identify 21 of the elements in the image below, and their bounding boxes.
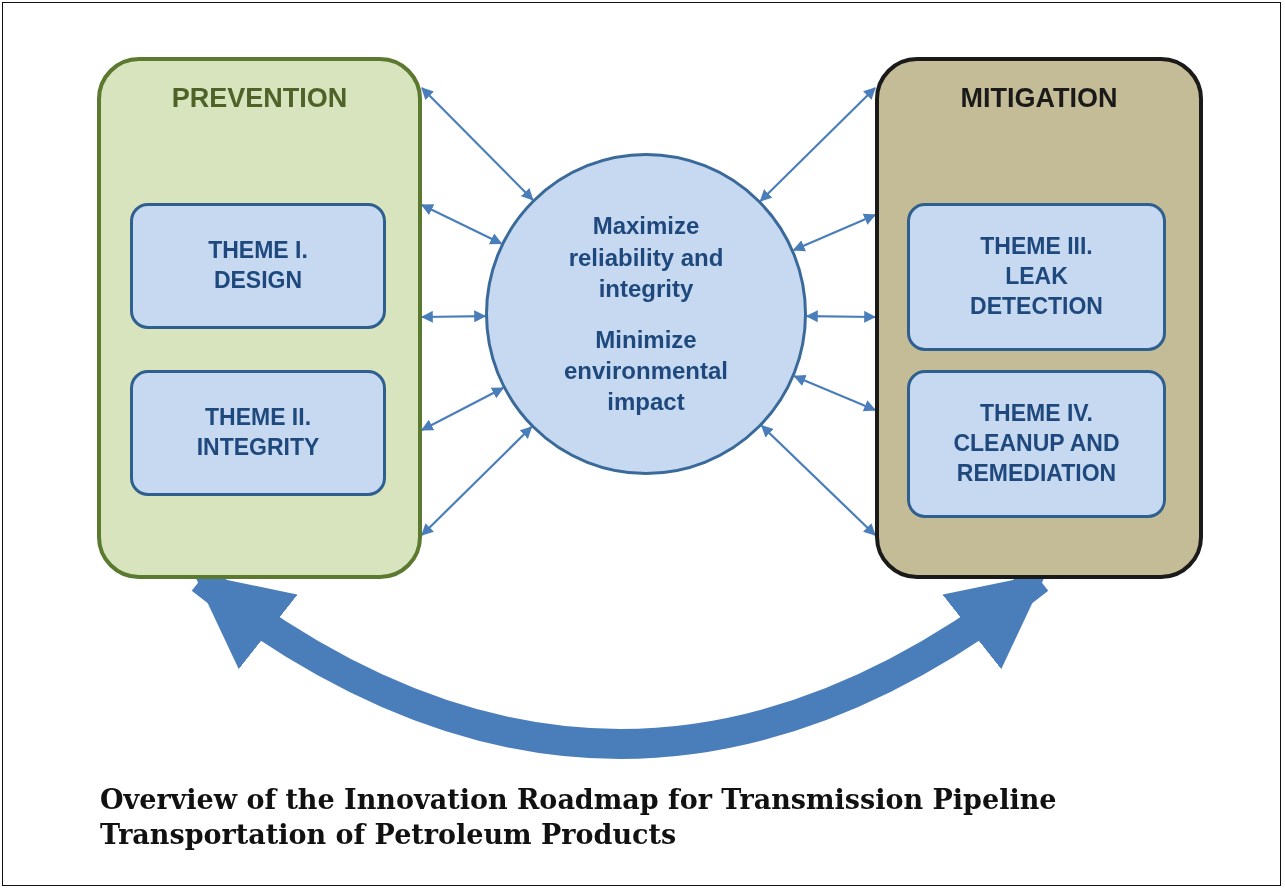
double-arrow (421, 426, 533, 536)
goal-text: Maximize reliability and integrity (567, 211, 725, 304)
double-arrow (759, 87, 876, 202)
group-title: MITIGATION (959, 83, 1119, 114)
theme-box: THEME II. INTEGRITY (130, 370, 386, 496)
double-arrow (792, 213, 877, 252)
theme-box: THEME III. LEAK DETECTION (907, 203, 1166, 351)
group-box (97, 57, 422, 579)
double-arrow (420, 310, 487, 323)
theme-box: THEME IV. CLEANUP AND REMEDIATION (907, 370, 1166, 518)
double-arrow (420, 387, 505, 431)
double-arrow (420, 204, 503, 245)
theme-box: THEME I. DESIGN (130, 203, 386, 329)
goal-text: Minimize environmental impact (562, 325, 729, 418)
double-arrow (805, 310, 877, 323)
group-box (875, 57, 1203, 579)
double-arrow (761, 424, 876, 536)
double-arrow (421, 87, 534, 201)
group-title: PREVENTION (170, 83, 349, 114)
double-arrow (793, 374, 877, 412)
caption: Overview of the Innovation Roadmap for Transmission Pipeline Transportation of Petroleum Products (100, 783, 1058, 853)
